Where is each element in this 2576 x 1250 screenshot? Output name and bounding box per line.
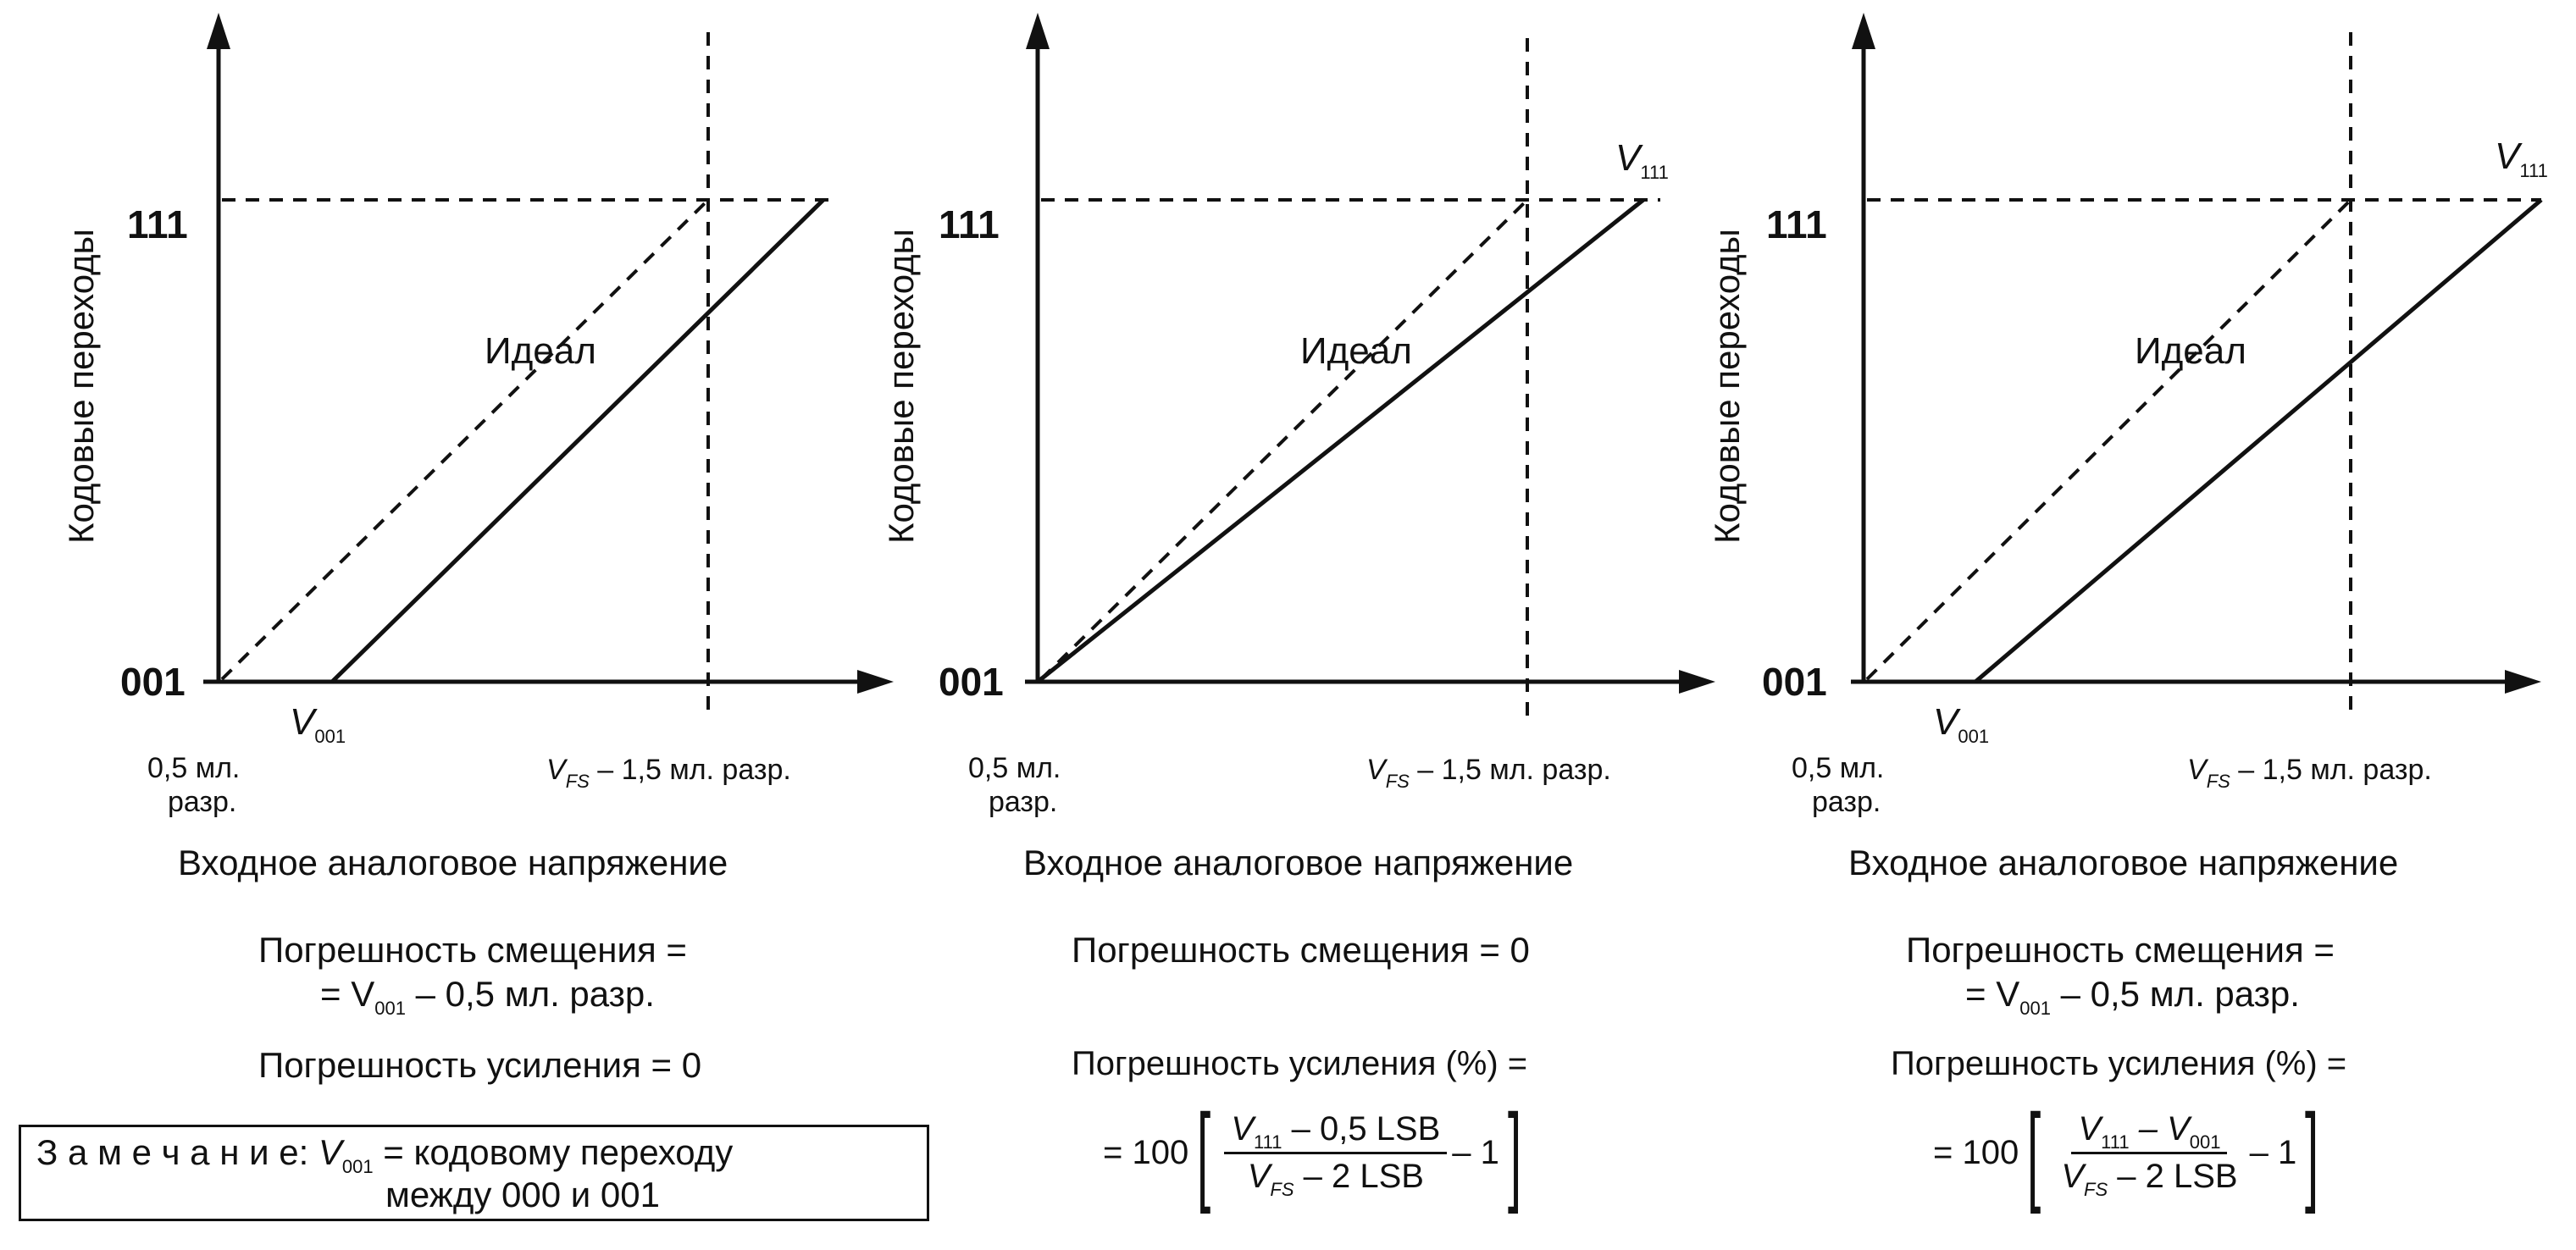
gain-error-text: Погрешность усиления (%) = bbox=[1891, 1045, 2347, 1082]
actual-line bbox=[1974, 198, 2543, 683]
offset-error-line1: Погрешность смещения = bbox=[1906, 930, 2335, 970]
v001-label: V001 bbox=[1933, 701, 1990, 747]
bracket-right: ] bbox=[1507, 1091, 1522, 1214]
y-tick-111: 111 bbox=[127, 202, 188, 246]
y-tick-001: 001 bbox=[120, 660, 186, 704]
plot-offset-and-gain-error bbox=[1851, 13, 2543, 720]
gain-error-text: Погрешность усиления = 0 bbox=[258, 1045, 702, 1085]
panel-offset-error: Кодовые переходы 111 001 Идеал V001 0,5 … bbox=[0, 0, 894, 1250]
y-tick-111: 111 bbox=[1766, 202, 1827, 246]
note-box: З а м е ч а н и е: V001 = кодовому перех… bbox=[19, 1125, 929, 1221]
x-axis-label: Входное аналоговое напряжение bbox=[1848, 843, 2399, 882]
formula-fraction: V111 – 0,5 LSB VFS – 2 LSB bbox=[1224, 1110, 1448, 1200]
y-axis-label: Кодовые переходы bbox=[61, 229, 101, 544]
y-axis-label: Кодовые переходы bbox=[1707, 229, 1747, 544]
y-axis-arrow bbox=[1026, 13, 1050, 49]
y-tick-001: 001 bbox=[939, 660, 1004, 704]
x-tick-right: VFS – 1,5 мл. разр. bbox=[1366, 754, 1611, 792]
x-axis-arrow bbox=[857, 670, 894, 694]
formula-fraction: V111 – V001 VFS – 2 LSB bbox=[2061, 1109, 2238, 1200]
y-axis-arrow bbox=[1852, 13, 1875, 49]
x-axis-arrow bbox=[1679, 670, 1715, 694]
offset-error-line2: = V001 – 0,5 мл. разр. bbox=[320, 974, 655, 1019]
x-tick-left: 0,5 мл.разр. bbox=[1792, 752, 1885, 818]
bracket-left: [ bbox=[1197, 1091, 1211, 1214]
x-tick-right: VFS – 1,5 мл. разр. bbox=[546, 754, 791, 792]
plot-offset-error bbox=[203, 13, 894, 720]
x-tick-left: 0,5 мл.разр. bbox=[968, 752, 1061, 818]
y-axis-label: Кодовые переходы bbox=[881, 229, 921, 544]
ideal-line bbox=[1039, 198, 1529, 681]
ideal-label: Идеал bbox=[485, 330, 596, 372]
x-tick-right: VFS – 1,5 мл. разр. bbox=[2187, 754, 2432, 792]
y-tick-111: 111 bbox=[939, 202, 1000, 246]
offset-error-text: Погрешность смещения = 0 bbox=[1072, 930, 1530, 970]
x-axis-label: Входное аналоговое напряжение bbox=[1023, 843, 1574, 882]
x-tick-left: 0,5 мл.разр. bbox=[147, 752, 241, 818]
v001-label: V001 bbox=[290, 701, 346, 747]
offset-error-line2: = V001 – 0,5 мл. разр. bbox=[1965, 974, 2300, 1019]
y-axis-arrow bbox=[207, 13, 230, 49]
plot-gain-error bbox=[1025, 13, 1715, 720]
offset-error-line1: Погрешность смещения = bbox=[258, 930, 687, 970]
gain-formula: = 100 [ V111 – 0,5 LSB VFS – 2 LSB – 1 ] bbox=[1103, 1091, 1522, 1214]
bracket-right: ] bbox=[2305, 1091, 2319, 1214]
x-axis-label: Входное аналоговое напряжение bbox=[178, 843, 728, 882]
note-line1: З а м е ч а н и е: V001 = кодовому перех… bbox=[36, 1132, 734, 1177]
y-tick-001: 001 bbox=[1762, 660, 1827, 704]
ideal-label: Идеал bbox=[1300, 330, 1412, 372]
panel-gain-error: Кодовые переходы 111 001 Идеал V111 0,5 … bbox=[830, 0, 1715, 1250]
actual-line bbox=[330, 198, 825, 683]
v111-label: V111 bbox=[2495, 136, 2548, 181]
gain-formula: = 100 [ V111 – V001 VFS – 2 LSB – 1 ] bbox=[1933, 1091, 2319, 1214]
ideal-line bbox=[1865, 198, 2352, 681]
panel-offset-and-gain-error: Кодовые переходы 111 001 Идеал V111 V001… bbox=[1660, 0, 2548, 1250]
note-line2: между 000 и 001 bbox=[385, 1175, 660, 1214]
gain-error-text: Погрешность усиления (%) = bbox=[1072, 1045, 1528, 1082]
bracket-left: [ bbox=[2027, 1091, 2041, 1214]
v111-label: V111 bbox=[1615, 137, 1669, 183]
x-axis-arrow bbox=[2505, 670, 2541, 694]
ideal-line bbox=[220, 198, 710, 681]
actual-line bbox=[1036, 198, 1645, 683]
ideal-label: Идеал bbox=[2135, 330, 2246, 372]
